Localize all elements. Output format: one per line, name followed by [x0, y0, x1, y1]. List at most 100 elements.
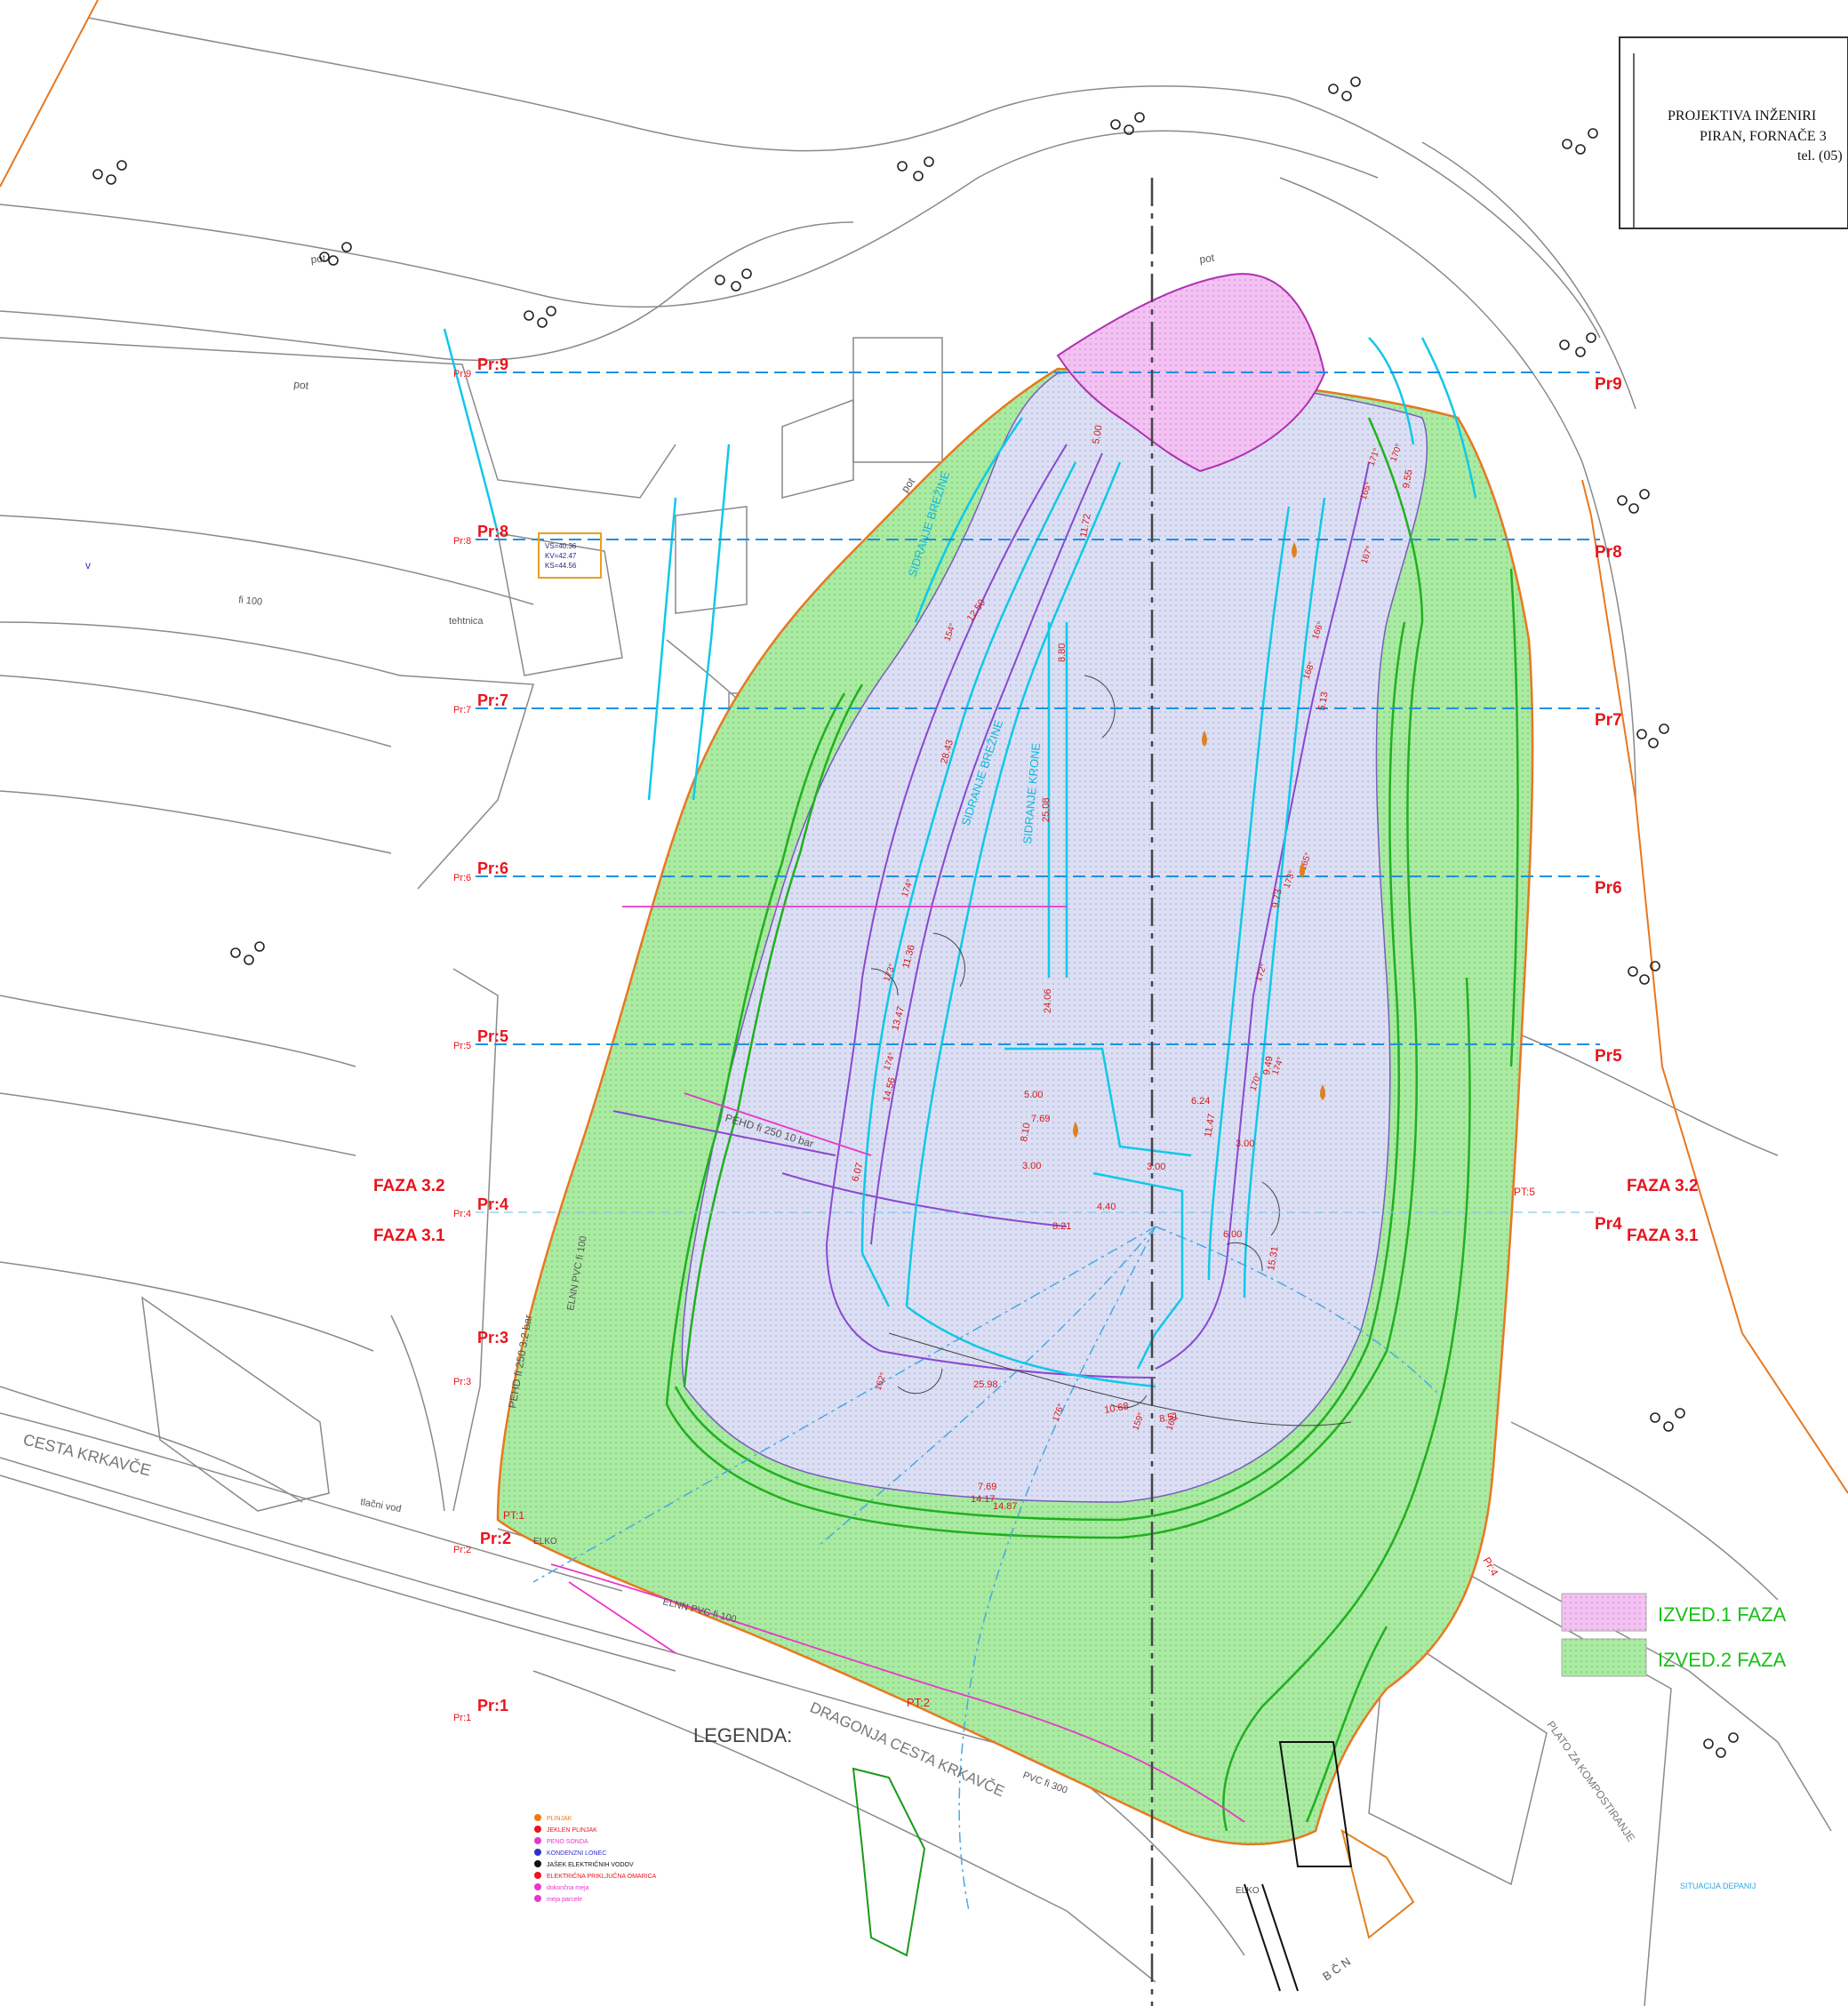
point-pr4-right: Pr:4	[1480, 1555, 1500, 1578]
tree-icon	[341, 242, 352, 252]
label-bcn: B Č N	[1320, 1954, 1353, 1983]
profile-lines	[476, 372, 1600, 1213]
pipe-v: v	[85, 559, 91, 571]
tree-icon	[741, 268, 752, 279]
tree-icon	[1648, 738, 1659, 748]
dimension-label: 11.47	[1203, 1113, 1217, 1138]
phase-label-right-upper: FAZA 3.2	[1627, 1177, 1699, 1195]
dimension-label: 9.73	[1270, 888, 1284, 908]
label-plato: PLATO ZA KOMPOSTIRANJE	[1545, 1719, 1638, 1844]
road-tlacni-vod: tlačni vod	[359, 1497, 402, 1514]
tree-icon	[254, 941, 265, 952]
profile-small-8: Pr:8	[453, 536, 471, 547]
legend-item-label: PENO SONDA	[547, 1839, 588, 1845]
profile-label-right-5: Pr5	[1595, 1047, 1622, 1066]
point-pt1: PT:1	[503, 1509, 524, 1522]
well-kv: KV=42.47	[545, 552, 577, 560]
phase-label-left-upper: FAZA 3.2	[373, 1177, 445, 1195]
point-pt5: PT:5	[1514, 1186, 1535, 1198]
legend-item-label: meja parcele	[547, 1897, 582, 1903]
tree-icon	[1586, 332, 1596, 343]
tree-icon	[1728, 1732, 1739, 1743]
legend-phase1-label: IZVED.1 FAZA	[1658, 1603, 1787, 1626]
tree-icon	[328, 255, 339, 266]
profile-small-4: Pr:4	[453, 1209, 471, 1219]
profile-labels-left-small: Pr:9 Pr:8 Pr:7 Pr:6 Pr:5 Pr:4 Pr:3 Pr:2 …	[453, 369, 471, 1723]
phase-label-right-lower: FAZA 3.1	[1627, 1227, 1699, 1245]
dimension-label: 10.68	[1103, 1401, 1129, 1416]
dimension-label: 3.00	[1022, 1161, 1041, 1171]
legend-item-label: PLINJAK	[547, 1816, 572, 1822]
dimension-label: 8.10	[1019, 1122, 1033, 1142]
tree-icon	[1562, 139, 1572, 149]
legend-item-marker-icon	[534, 1872, 541, 1879]
legend-item-marker-icon	[534, 1826, 541, 1833]
legend-item-marker-icon	[534, 1814, 541, 1821]
dimension-label: 25.98	[973, 1379, 998, 1390]
tree-icon	[1716, 1747, 1726, 1758]
title-block-line1: PROJEKTIVA INŽENIRI	[1668, 107, 1816, 124]
tree-icon	[1636, 729, 1647, 739]
profile-small-1: Pr:1	[453, 1713, 471, 1723]
dimension-label: 6.07	[850, 1162, 865, 1183]
well-vs: VS=40.36	[545, 542, 577, 550]
tree-icon	[546, 306, 556, 316]
label-situacija: SITUACIJA DEPANIJ	[1680, 1882, 1756, 1890]
label-pot-4: pot	[1198, 252, 1215, 266]
tree-icon	[1639, 489, 1650, 500]
pipe-elko: ELKO	[533, 1537, 557, 1546]
tree-icon	[1575, 347, 1586, 357]
profile-label-right-6: Pr6	[1595, 879, 1622, 898]
tree-icon	[1341, 91, 1352, 101]
tree-icon	[537, 317, 548, 328]
legend-item-marker-icon	[534, 1895, 541, 1902]
dimension-label: 14.17	[971, 1494, 996, 1505]
tree-icon	[116, 160, 127, 171]
dimension-label: 15.31	[1266, 1245, 1281, 1271]
gas-well-markers	[1073, 542, 1325, 1138]
profile-label-right-9: Pr9	[1595, 375, 1622, 394]
road-cesta-krkavce: CESTA KRKAVČE	[21, 1430, 153, 1480]
profile-small-7: Pr:7	[453, 705, 471, 715]
dimension-label: 11.72	[1078, 513, 1092, 538]
dimension-label: 5.00	[1091, 424, 1105, 444]
profile-label-right-8: Pr8	[1595, 543, 1622, 562]
dimension-label: 9.55	[1401, 468, 1415, 489]
legend-phase2-swatch	[1561, 1638, 1647, 1677]
tree-icon	[1124, 124, 1134, 135]
legend-item-label: JAŠEK ELEKTRIČNIH VODOV	[547, 1860, 634, 1868]
phase-labels: FAZA 3.2 FAZA 3.1 FAZA 3.2 FAZA 3.1	[373, 1177, 1699, 1245]
legend-item-label: JEKLEN PLINJAK	[547, 1827, 597, 1834]
magenta-pipeline	[550, 906, 1245, 1823]
tree-icon	[1575, 144, 1586, 155]
dimension-label: 14.87	[993, 1501, 1018, 1512]
profile-label-right-4: Pr4	[1595, 1215, 1622, 1234]
dimension-label: 5.13	[1316, 691, 1331, 711]
dimension-label: 24.06	[1043, 988, 1053, 1013]
profile-label-left-1: Pr:1	[477, 1697, 508, 1714]
label-tehtnica: tehtnica	[449, 616, 484, 627]
profile-small-6: Pr:6	[453, 873, 471, 883]
tree-icon	[1703, 1738, 1714, 1749]
tree-icon	[1588, 128, 1598, 139]
tree-icon	[1134, 112, 1145, 123]
title-block-line3: tel. (05)	[1797, 148, 1843, 164]
profile-small-2: Pr:2	[453, 1545, 471, 1555]
dimension-label: 7.69	[1031, 1114, 1050, 1124]
tree-icon	[731, 281, 741, 292]
profile-labels-right: Pr9 Pr8 Pr7 Pr6 Pr5 Pr4	[1595, 375, 1622, 1234]
tree-icon	[106, 174, 116, 185]
legend-item-marker-icon	[534, 1849, 541, 1856]
tree-icon	[924, 156, 934, 167]
well-ks: KS=44.56	[545, 562, 577, 570]
phase-label-left-lower: FAZA 3.1	[373, 1227, 445, 1245]
label-pot-1: pot	[293, 378, 310, 392]
profile-label-left-2: Pr:2	[480, 1530, 511, 1547]
title-block: PROJEKTIVA INŽENIRI PIRAN, FORNAČE 3 tel…	[1619, 36, 1848, 229]
tree-icon	[1659, 723, 1669, 734]
interior-area	[681, 371, 1428, 1503]
bottom-structures	[852, 1741, 1415, 1992]
dimension-label: 8.21	[1052, 1221, 1071, 1232]
tree-icon	[1559, 340, 1570, 350]
